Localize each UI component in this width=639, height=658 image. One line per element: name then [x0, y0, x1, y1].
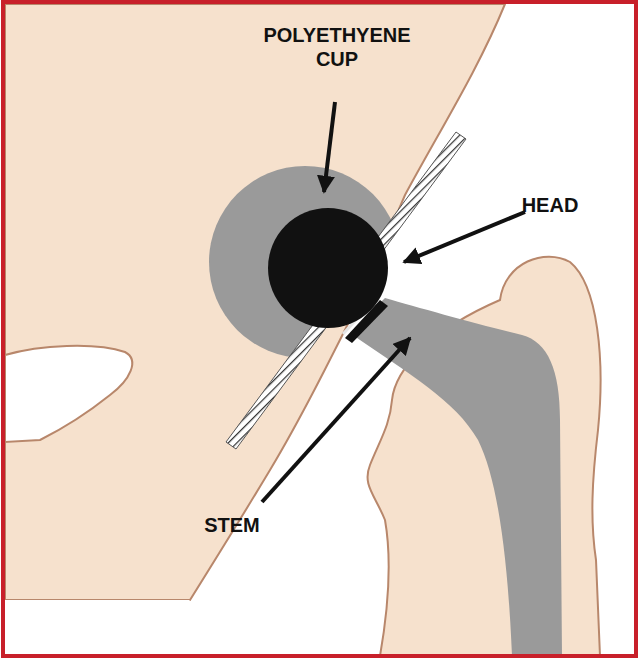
- pelvis-gap: [5, 600, 190, 656]
- cup-arrow: [324, 102, 335, 192]
- part-label: POLYETHYENE CUP: [257, 23, 417, 71]
- acetabular-shell: [226, 132, 466, 449]
- frame: [3, 2, 636, 656]
- obturator-foramen: [5, 346, 132, 442]
- stem-arrow: [262, 338, 410, 502]
- part-label: STEM: [177, 513, 287, 537]
- femoral-stem: [350, 298, 562, 656]
- femoral-head: [268, 208, 388, 328]
- head-arrow: [404, 212, 525, 262]
- part-label: HEAD: [495, 193, 605, 217]
